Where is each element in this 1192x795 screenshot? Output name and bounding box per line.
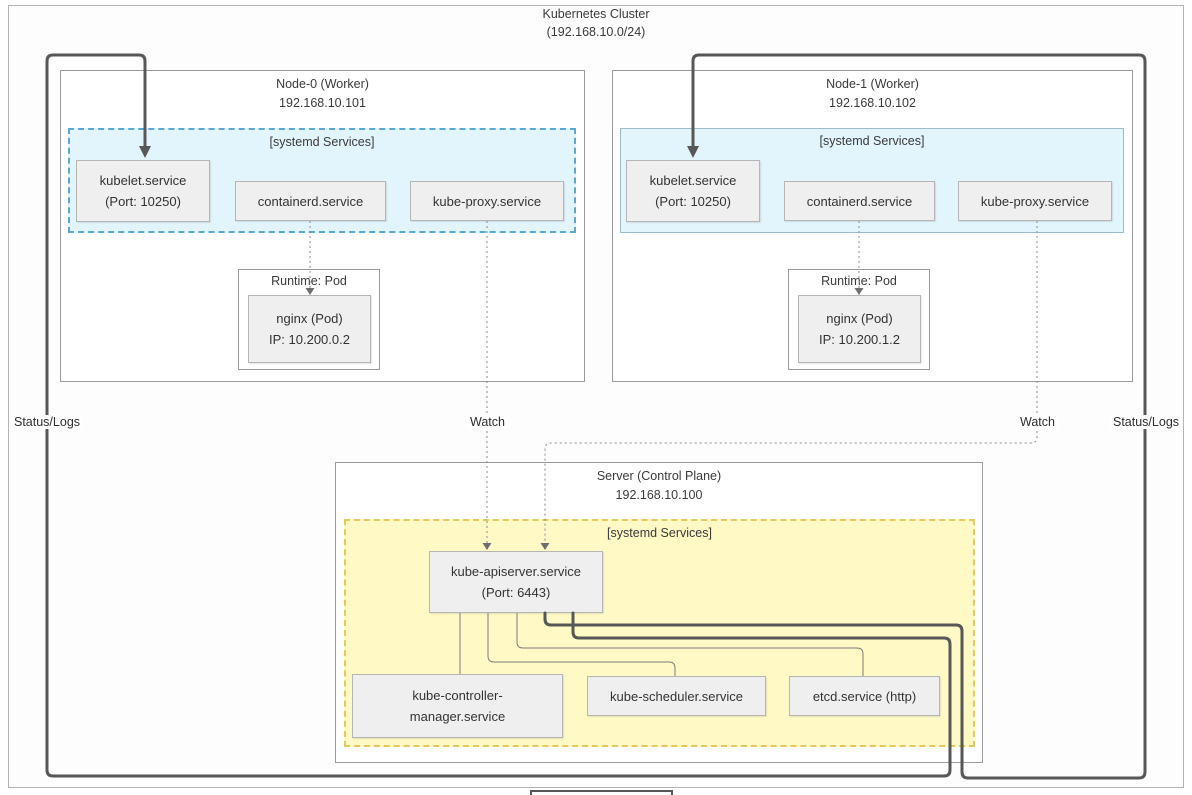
- node-0-ip: 192.168.10.101: [279, 96, 366, 110]
- kube-scheduler-name: kube-scheduler.service: [610, 688, 743, 704]
- node-0-pod-name: nginx (Pod): [276, 311, 343, 326]
- node-1-pod-ip: IP: 10.200.1.2: [819, 332, 900, 347]
- node-1-kubelet-port: (Port: 10250): [655, 194, 731, 209]
- node-0-title: Node-0 (Worker): [276, 77, 369, 91]
- watch-label-right: Watch: [1017, 415, 1058, 429]
- node-1-title-block: Node-1 (Worker) 192.168.10.102: [612, 70, 1133, 113]
- node-0-kubelet-name: kubelet.service: [99, 173, 187, 188]
- node-1-ip: 192.168.10.102: [829, 96, 916, 110]
- node-1-kube-proxy-service: kube-proxy.service: [958, 181, 1112, 221]
- kube-controller-manager-service: kube-controller- manager.service: [352, 674, 563, 738]
- node-0-runtime-label: Runtime: Pod: [271, 274, 347, 288]
- kube-controller-manager-name-line1: kube-controller-: [412, 688, 503, 703]
- node-0-containerd-name: containerd.service: [257, 193, 364, 209]
- status-logs-label-left: Status/Logs: [11, 415, 84, 429]
- kube-apiserver-service: kube-apiserver.service (Port: 6443): [429, 551, 603, 613]
- control-plane-ip: 192.168.10.100: [615, 488, 703, 502]
- node-1-kubelet-name: kubelet.service: [649, 173, 737, 188]
- kube-scheduler-service: kube-scheduler.service: [587, 676, 766, 716]
- node-0-kube-proxy-name: kube-proxy.service: [432, 193, 542, 209]
- node-0-kubelet-service: kubelet.service (Port: 10250): [76, 160, 210, 222]
- etcd-name: etcd.service (http): [812, 688, 917, 704]
- control-plane-title-block: Server (Control Plane) 192.168.10.100: [335, 462, 983, 505]
- kube-controller-manager-name-line2: manager.service: [409, 709, 506, 724]
- node-0-nginx-pod: nginx (Pod) IP: 10.200.0.2: [248, 295, 371, 363]
- node-1-nginx-pod: nginx (Pod) IP: 10.200.1.2: [798, 295, 921, 363]
- cropped-bottom-box: [530, 790, 673, 795]
- node-1-kubelet-service: kubelet.service (Port: 10250): [626, 160, 760, 222]
- cluster-subnet: (192.168.10.0/24): [546, 25, 646, 39]
- node-1-systemd-label: [systemd Services]: [819, 134, 925, 148]
- cluster-title: Kubernetes Cluster: [542, 7, 650, 21]
- node-0-kube-proxy-service: kube-proxy.service: [410, 181, 564, 221]
- node-1-kube-proxy-name: kube-proxy.service: [980, 193, 1090, 209]
- node-1-title: Node-1 (Worker): [826, 77, 919, 91]
- control-plane-title: Server (Control Plane): [596, 469, 722, 483]
- watch-label-left: Watch: [467, 415, 508, 429]
- node-1-containerd-service: containerd.service: [784, 181, 935, 221]
- kube-apiserver-name: kube-apiserver.service: [450, 564, 582, 579]
- node-0-containerd-service: containerd.service: [235, 181, 386, 221]
- node-0-kubelet-port: (Port: 10250): [105, 194, 181, 209]
- kube-apiserver-port: (Port: 6443): [481, 585, 551, 600]
- etcd-service: etcd.service (http): [789, 676, 940, 716]
- node-0-pod-ip: IP: 10.200.0.2: [269, 332, 350, 347]
- node-1-runtime-label: Runtime: Pod: [821, 274, 897, 288]
- node-0-systemd-label: [systemd Services]: [269, 135, 375, 149]
- cluster-title-block: Kubernetes Cluster (192.168.10.0/24): [8, 5, 1184, 41]
- status-logs-label-right: Status/Logs: [1110, 415, 1183, 429]
- node-1-pod-name: nginx (Pod): [826, 311, 893, 326]
- control-plane-systemd-label: [systemd Services]: [607, 526, 712, 540]
- node-1-containerd-name: containerd.service: [806, 193, 913, 209]
- node-0-title-block: Node-0 (Worker) 192.168.10.101: [60, 70, 585, 113]
